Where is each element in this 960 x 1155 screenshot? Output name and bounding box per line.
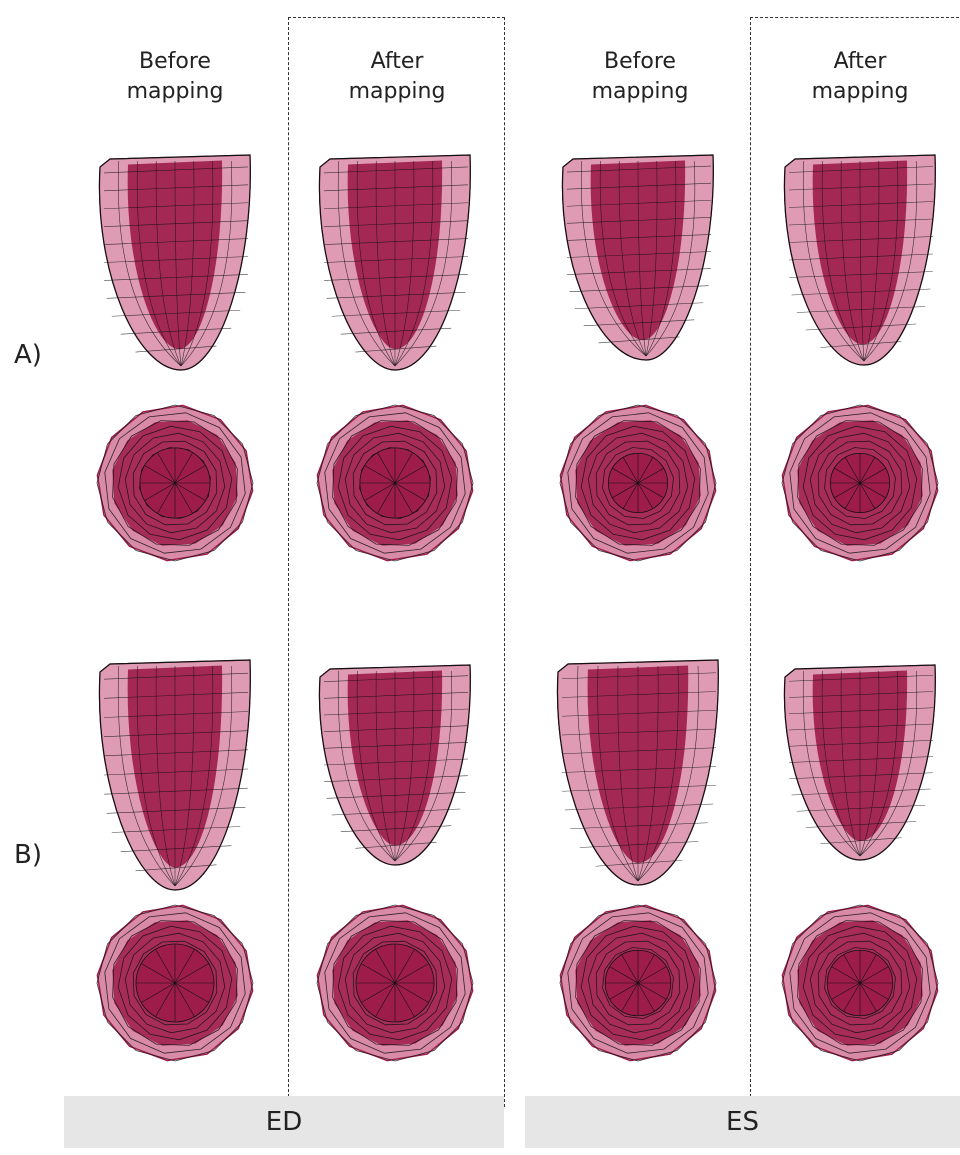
top-ed-after-a — [317, 405, 473, 561]
side-ed-before-a — [99, 155, 250, 370]
top-ed-before-a — [97, 405, 253, 561]
top-es-after-a — [782, 405, 938, 561]
side-es-after-a — [784, 155, 935, 365]
group-label-es: ES — [525, 1096, 960, 1148]
side-es-before-b — [557, 660, 718, 885]
side-ed-after-a — [319, 155, 470, 370]
top-es-before-a — [560, 405, 716, 561]
side-es-before-a — [562, 155, 713, 360]
top-es-before-b — [560, 905, 716, 1061]
top-ed-after-b — [317, 905, 473, 1061]
top-ed-before-b — [97, 905, 253, 1061]
side-ed-before-b — [99, 660, 250, 890]
top-es-after-b — [782, 905, 938, 1061]
group-label-ed: ED — [64, 1096, 504, 1148]
heart-mesh-figure — [0, 0, 960, 1110]
side-ed-after-b — [319, 665, 470, 865]
side-es-after-b — [784, 665, 935, 860]
